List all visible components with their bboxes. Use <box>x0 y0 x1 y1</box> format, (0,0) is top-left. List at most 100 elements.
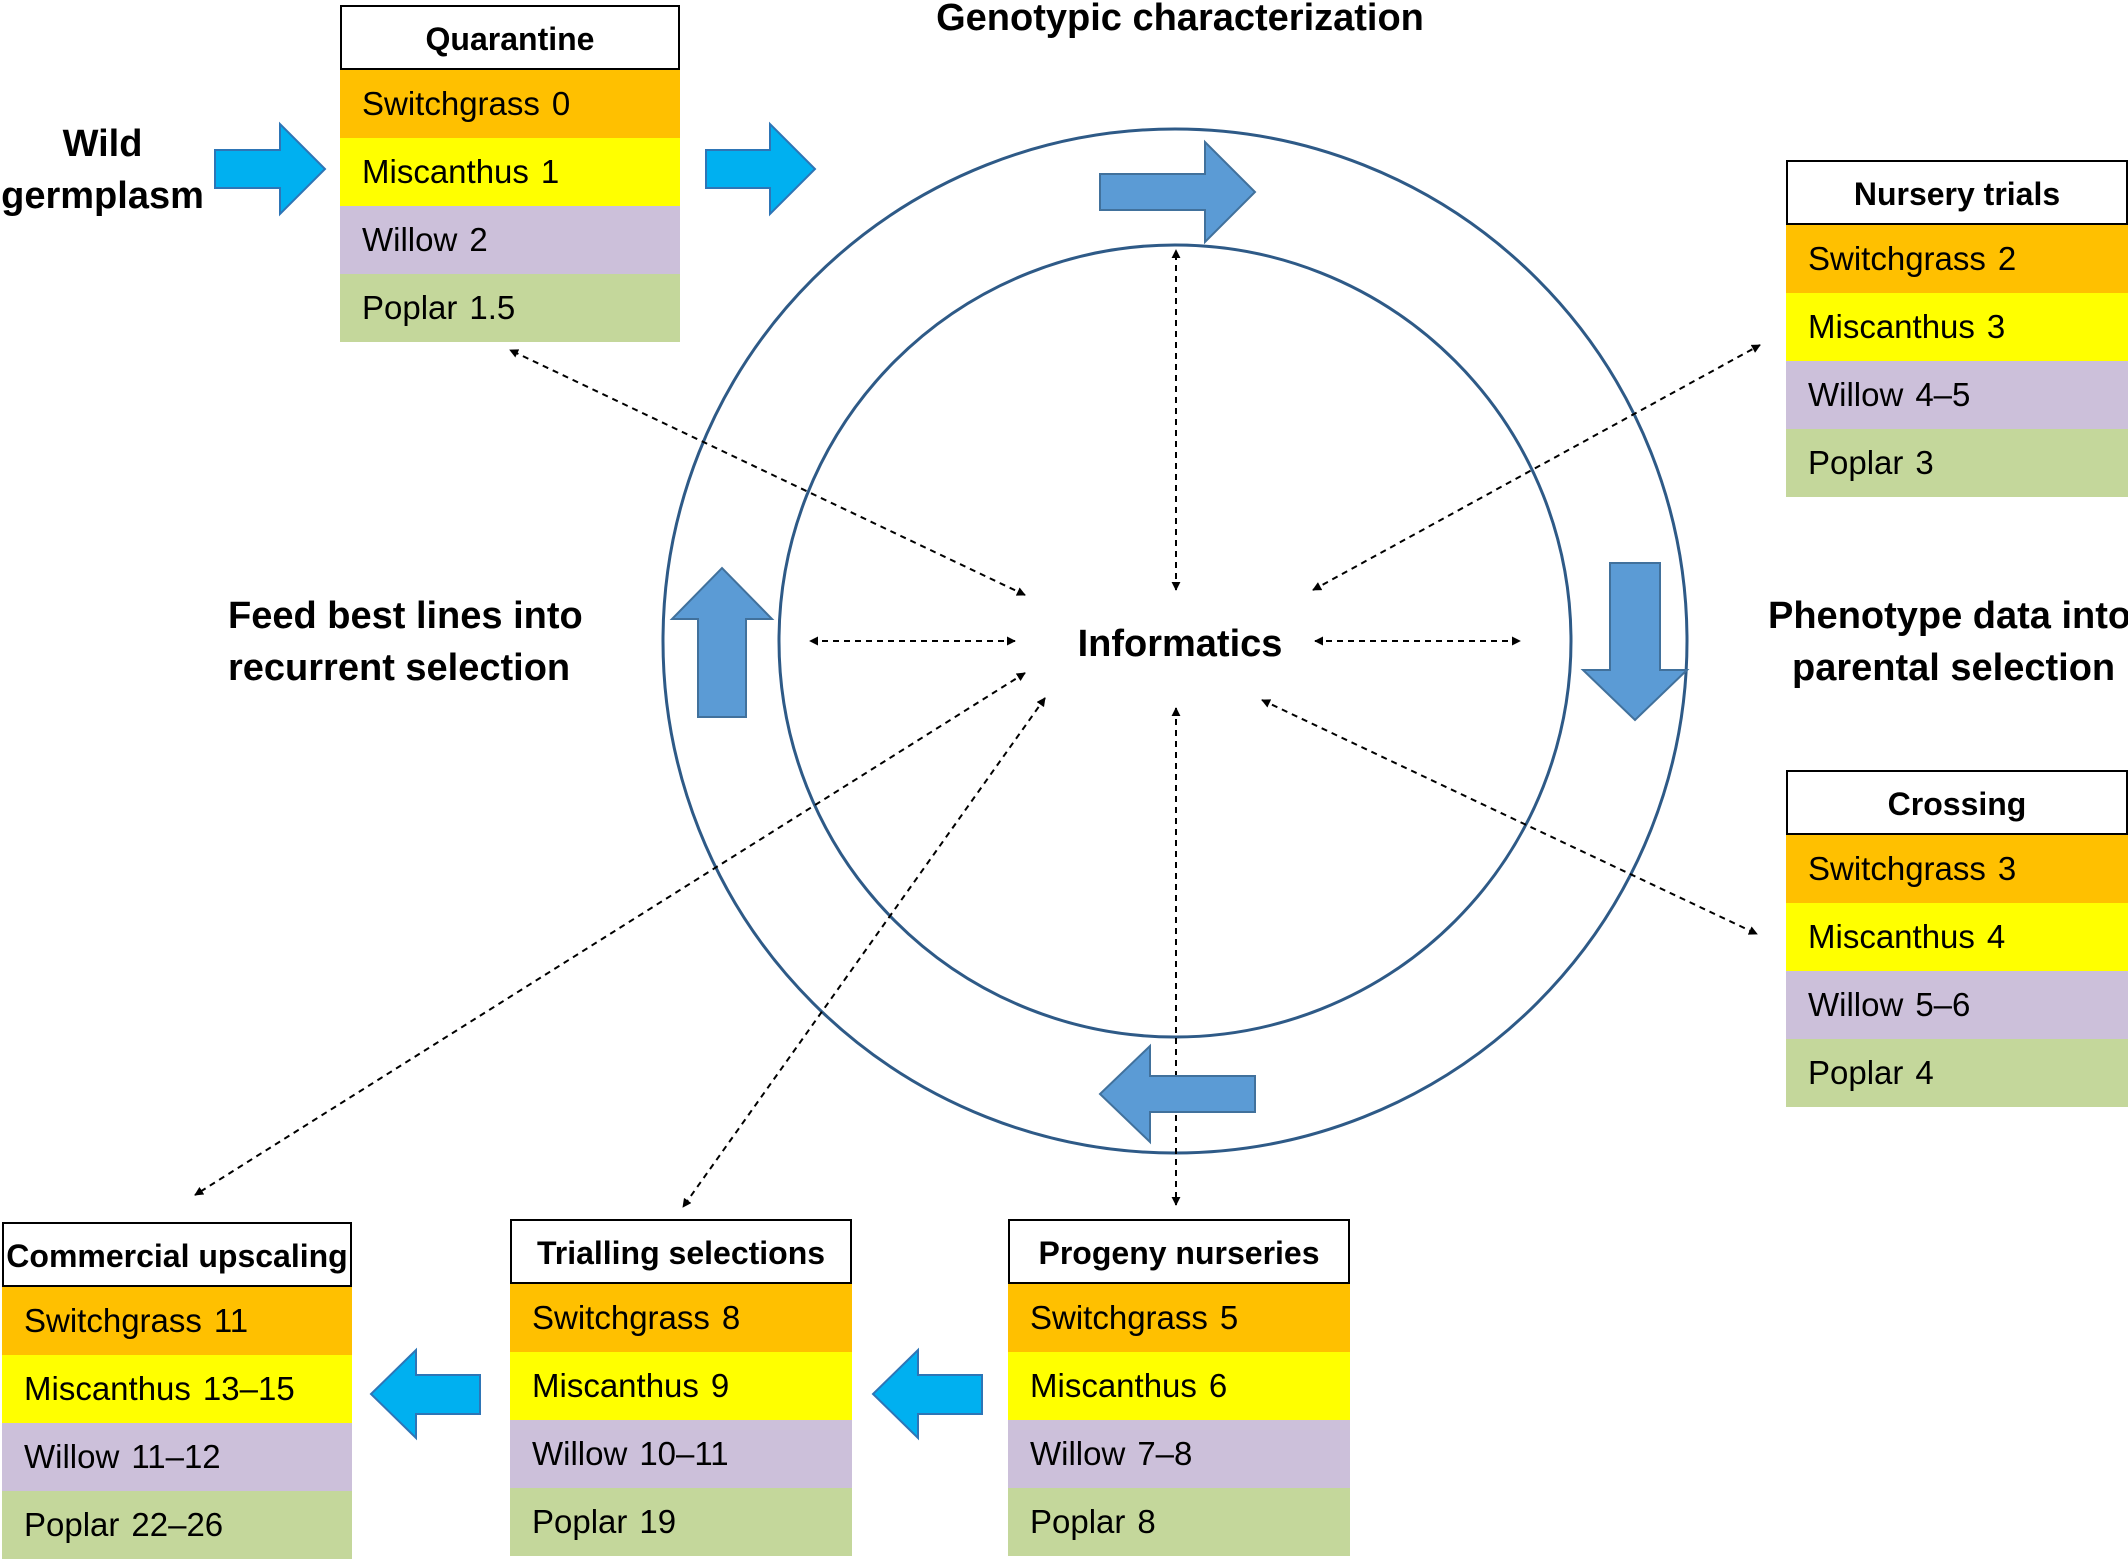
crop-name: Miscanthus <box>532 1367 699 1404</box>
crossing-willow-row: Willow 5–6 <box>1786 971 2128 1039</box>
crop-value: 3 <box>1915 444 1934 481</box>
feed-best-lines-line-2: recurrent selection <box>228 647 571 689</box>
commercial-miscanthus-row: Miscanthus 13–15 <box>2 1355 352 1423</box>
progeny-poplar-row: Poplar 8 <box>1008 1488 1350 1556</box>
crop-name: Switchgrass <box>24 1302 202 1339</box>
crop-name: Switchgrass <box>1808 850 1986 887</box>
crop-value: 7–8 <box>1137 1435 1193 1472</box>
crop-value: 5 <box>1219 1299 1239 1336</box>
nursery-willow-row: Willow 4–5 <box>1786 361 2128 429</box>
feed-best-lines-label: Feed best lines into recurrent selection <box>228 590 598 694</box>
progeny-miscanthus-row: Miscanthus 6 <box>1008 1352 1350 1420</box>
quarantine-poplar-row: Poplar 1.5 <box>340 274 680 342</box>
crop-value: 4 <box>1986 918 2006 955</box>
trialling-switchgrass-row: Switchgrass 8 <box>510 1284 852 1352</box>
wild-germplasm-label: Wild germplasm <box>0 118 205 222</box>
flow-arrow-trialling-to-commercial-icon <box>369 1347 481 1441</box>
informatics-connectors <box>194 249 1761 1208</box>
crop-name: Miscanthus <box>1808 308 1975 345</box>
nursery-trials-title: Nursery trials <box>1786 160 2128 225</box>
crop-name: Switchgrass <box>532 1299 710 1336</box>
crop-value: 8 <box>1137 1503 1156 1540</box>
crop-value: 4 <box>1915 1054 1934 1091</box>
commercial-upscaling-box: Commercial upscaling Switchgrass 11 Misca… <box>2 1222 352 1559</box>
crop-value: 11 <box>213 1302 249 1339</box>
crop-name: Poplar <box>1808 444 1904 481</box>
connector-nursery <box>1312 344 1761 591</box>
crop-name: Willow <box>532 1435 628 1472</box>
crop-name: Willow <box>362 221 458 258</box>
crop-value: 8 <box>721 1299 741 1336</box>
wild-germplasm-line-2: germplasm <box>1 175 204 217</box>
genotypic-characterization-label: Genotypic characterization <box>936 0 1424 39</box>
crop-name: Poplar <box>24 1506 120 1543</box>
crop-value: 10–11 <box>639 1435 729 1472</box>
commercial-willow-row: Willow 11–12 <box>2 1423 352 1491</box>
trialling-poplar-row: Poplar 19 <box>510 1488 852 1556</box>
crop-name: Poplar <box>1030 1503 1126 1540</box>
trialling-selections-title: Trialling selections <box>510 1219 852 1284</box>
crop-value: 5–6 <box>1915 986 1971 1023</box>
quarantine-willow-row: Willow 2 <box>340 206 680 274</box>
nursery-miscanthus-row: Miscanthus 3 <box>1786 293 2128 361</box>
trialling-miscanthus-row: Miscanthus 9 <box>510 1352 852 1420</box>
phenotype-data-line-1: Phenotype data into <box>1768 595 2128 637</box>
crossing-switchgrass-row: Switchgrass 3 <box>1786 835 2128 903</box>
progeny-switchgrass-row: Switchgrass 5 <box>1008 1284 1350 1352</box>
wild-germplasm-line-1: Wild <box>62 123 143 165</box>
trialling-willow-row: Willow 10–11 <box>510 1420 852 1488</box>
crop-value: 13–15 <box>202 1370 295 1407</box>
progeny-willow-row: Willow 7–8 <box>1008 1420 1350 1488</box>
crop-name: Willow <box>1808 986 1904 1023</box>
crop-name: Willow <box>1030 1435 1126 1472</box>
crop-value: 1.5 <box>469 289 516 326</box>
crop-value: 9 <box>710 1367 730 1404</box>
crop-value: 3 <box>1997 850 2017 887</box>
crop-value: 2 <box>469 221 488 258</box>
crop-value: 11–12 <box>131 1438 221 1475</box>
crop-value: 4–5 <box>1915 376 1971 413</box>
crop-name: Miscanthus <box>362 153 529 190</box>
crop-name: Switchgrass <box>362 85 540 122</box>
trialling-selections-box: Trialling selections Switchgrass 8 Miscan… <box>510 1219 852 1556</box>
crop-value: 19 <box>639 1503 677 1540</box>
crop-name: Willow <box>1808 376 1904 413</box>
phenotype-data-line-2: parental selection <box>1792 647 2116 689</box>
crop-name: Willow <box>24 1438 120 1475</box>
connector-quarantine <box>509 349 1026 596</box>
commercial-upscaling-title: Commercial upscaling <box>2 1222 352 1287</box>
crop-name: Poplar <box>362 289 458 326</box>
connector-commercial <box>194 672 1026 1196</box>
cycle-arrow-down-icon <box>1580 562 1690 722</box>
crop-value: 2 <box>1997 240 2017 277</box>
informatics-label: Informatics <box>1078 623 1283 665</box>
connector-crossing <box>1261 699 1758 935</box>
cycle-arrow-left-icon <box>1098 1043 1256 1145</box>
flow-arrow-progeny-to-trialling-icon <box>871 1347 983 1441</box>
feed-best-lines-line-1: Feed best lines into <box>228 595 583 637</box>
quarantine-title: Quarantine <box>340 5 680 70</box>
crop-value: 3 <box>1986 308 2006 345</box>
cycle-arrow-up-icon <box>669 566 775 718</box>
commercial-switchgrass-row: Switchgrass 11 <box>2 1287 352 1355</box>
cycle-arrow-right-icon <box>1099 139 1257 245</box>
crop-value: 22–26 <box>131 1506 224 1543</box>
crop-value: 0 <box>551 85 571 122</box>
crop-value: 6 <box>1208 1367 1228 1404</box>
crop-name: Switchgrass <box>1030 1299 1208 1336</box>
crop-name: Miscanthus <box>24 1370 191 1407</box>
crop-name: Poplar <box>532 1503 628 1540</box>
nursery-poplar-row: Poplar 3 <box>1786 429 2128 497</box>
crop-name: Miscanthus <box>1030 1367 1197 1404</box>
flow-arrow-into-quarantine-icon <box>214 121 327 217</box>
crossing-title: Crossing <box>1786 770 2128 835</box>
quarantine-switchgrass-row: Switchgrass 0 <box>340 70 680 138</box>
